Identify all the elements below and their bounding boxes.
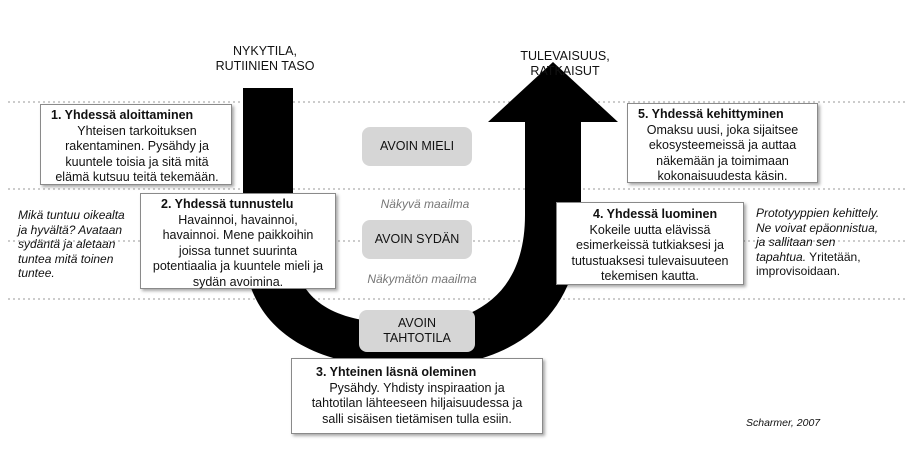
box-co-initiating-line: kuuntele toisia ja sitä mitä <box>65 154 209 169</box>
open-will-pill: AVOIN TAHTOTILA <box>359 310 475 352</box>
box-co-creating-title: 4. Yhdessä luominen <box>593 207 718 221</box>
box-co-initiating-title: 1. Yhdessä aloittaminen <box>51 108 194 122</box>
open-heart-pill: AVOIN SYDÄN <box>362 220 472 259</box>
box-co-presencing-title: 3. Yhteinen läsnä oleminen <box>316 365 477 379</box>
right-note-line: tapahtua. <box>756 249 807 264</box>
box-co-creating-line: esimerkeissä tutkiaksesi ja <box>576 238 724 252</box>
invisible-world-label: Näkymätön maailma <box>367 272 477 286</box>
header-current-line-2: RUTIINIEN TASO <box>215 59 315 73</box>
right-note-line: Yritetään, <box>809 249 861 264</box>
box-co-initiating-line: Yhteisen tarkoituksen <box>77 123 197 138</box>
left-side-note: Mikä tuntuu oikealta ja hyvältä? Avataan… <box>18 208 148 281</box>
box-co-sensing-line: sydän avoimina. <box>192 274 284 289</box>
source-credit: Scharmer, 2007 <box>746 417 821 429</box>
header-future-line-2: RATKAISUT <box>530 64 600 78</box>
left-note-line: Mikä tuntuu oikealta <box>18 208 125 222</box>
box-co-sensing-line: havainnoi. Mene paikkoihin <box>162 228 314 242</box>
left-note-line: tuntea mitä toinen <box>18 251 114 266</box>
open-heart-label: AVOIN SYDÄN <box>374 232 460 246</box>
box-co-evolving: 5. Yhdessä kehittyminen Omaksu uusi, jok… <box>627 103 818 183</box>
right-note-line: improvisoidaan. <box>756 264 841 278</box>
left-note-line: tuntee. <box>18 266 55 280</box>
box-co-creating-line: tekemisen kautta. <box>601 269 699 283</box>
box-co-evolving-line: Omaksu uusi, joka sijaitsee <box>646 122 799 137</box>
left-note-line: sydäntä ja aletaan <box>18 237 116 251</box>
visible-world-label: Näkyvä maailma <box>380 197 470 211</box>
box-co-sensing-title: 2. Yhdessä tunnustelu <box>161 197 294 211</box>
open-will-line-1: AVOIN <box>398 316 436 330</box>
box-co-initiating-line: rakentaminen. Pysähdy ja <box>65 139 209 153</box>
header-current-line-1: NYKYTILA, <box>233 44 297 58</box>
right-note-line: ja sallitaan sen <box>756 235 836 249</box>
u-arrow <box>243 62 618 368</box>
open-will-line-2: TAHTOTILA <box>383 331 451 345</box>
box-co-evolving-title: 5. Yhdessä kehittyminen <box>638 107 784 121</box>
right-note-line: Ne voivat epäonnistua, <box>756 220 879 235</box>
box-co-presencing: 3. Yhteinen läsnä oleminen Pysähdy. Yhdi… <box>291 358 543 434</box>
box-co-sensing-line: potentiaalia ja kuuntele mieli ja <box>152 259 324 273</box>
box-co-evolving-line: ekosysteemeissä ja auttaa <box>648 138 797 152</box>
header-future-state: TULEVAISUUS, RATKAISUT <box>495 49 635 79</box>
box-co-presencing-line: Pysähdy. Yhdisty inspiraation ja <box>329 380 505 395</box>
box-co-creating-line: Kokeile uutta elävissä <box>589 222 711 237</box>
box-co-evolving-line: näkemään ja toimimaan <box>656 153 789 168</box>
box-co-initiating-line: elämä kutsuu teitä tekemään. <box>55 170 219 184</box>
open-mind-label: AVOIN MIELI <box>379 139 455 153</box>
right-note-line: Prototyyppien kehittely. <box>756 206 880 220</box>
box-co-creating: 4. Yhdessä luominen Kokeile uutta elävis… <box>556 202 744 285</box>
box-co-creating-line: tutustuaksesi tulevaisuuteen <box>571 253 729 268</box>
box-co-evolving-line: kokonaisuudesta käsin. <box>657 169 788 183</box>
box-co-sensing: 2. Yhdessä tunnustelu Havainnoi, havainn… <box>140 193 336 289</box>
left-note-line: ja hyvältä? Avataan <box>18 222 123 237</box>
box-co-presencing-line: tahtotilan lähteeseen hiljaisuudessa ja <box>311 396 523 410</box>
open-mind-pill: AVOIN MIELI <box>362 127 472 166</box>
box-co-initiating: 1. Yhdessä aloittaminen Yhteisen tarkoit… <box>40 104 232 185</box>
header-current-state: NYKYTILA, RUTIINIEN TASO <box>195 44 335 74</box>
box-co-presencing-line: salli sisäisen tietämisen tulla esiin. <box>322 411 512 426</box>
box-co-sensing-line: Havainnoi, havainnoi, <box>178 212 298 227</box>
right-side-note: Prototyyppien kehittely. Ne voivat epäon… <box>756 206 906 279</box>
header-future-line-1: TULEVAISUUS, <box>520 49 610 63</box>
box-co-sensing-line: joissa tunnet suurinta <box>178 243 298 258</box>
